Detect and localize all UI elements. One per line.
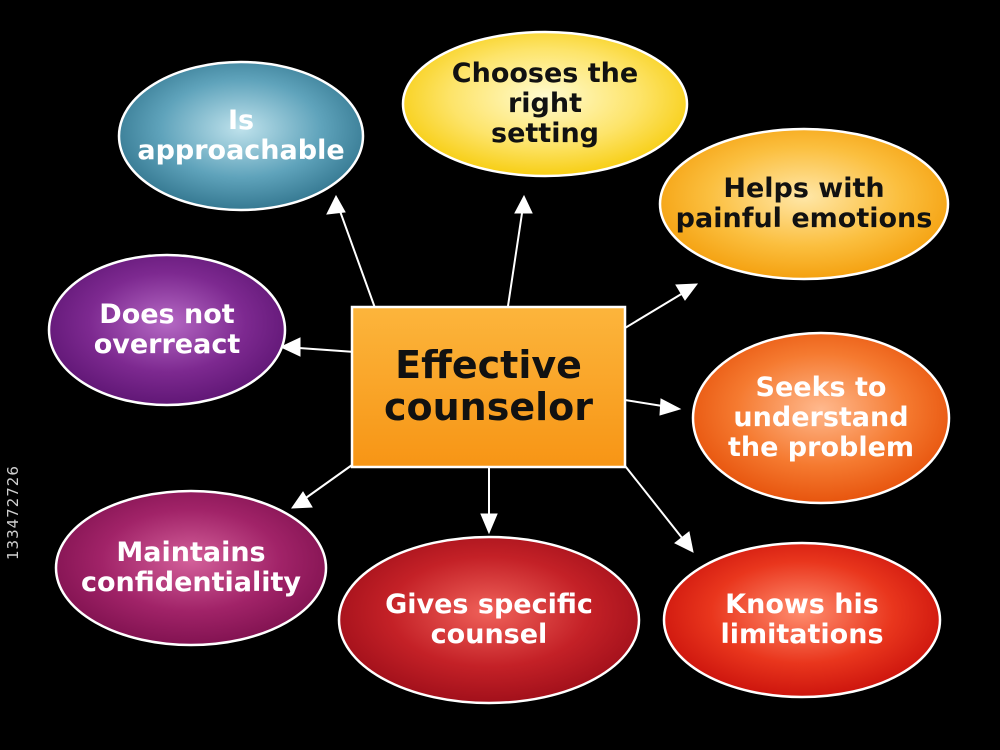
- node-specific-counsel: [337, 535, 641, 705]
- node-confidentiality: [54, 489, 328, 647]
- node-painful-emotions: [658, 127, 950, 281]
- connector-limitations: [621, 461, 691, 549]
- node-approachable: [117, 60, 365, 212]
- center-box: [350, 305, 627, 469]
- arrowhead-icon: [279, 337, 301, 357]
- arrowhead-icon: [514, 194, 533, 214]
- arrowhead-icon: [480, 513, 498, 535]
- connector-approachable: [335, 199, 376, 309]
- stock-id-watermark: 133472726: [4, 465, 22, 560]
- arrowhead-icon: [675, 283, 699, 301]
- arrowhead-icon: [326, 194, 346, 215]
- arrowhead-icon: [291, 491, 313, 509]
- connector-right-setting: [507, 199, 525, 307]
- node-overreact: [47, 253, 287, 407]
- node-right-setting: [401, 30, 689, 178]
- node-understand-problem: [691, 331, 951, 505]
- arrowhead-icon: [659, 398, 682, 416]
- node-limitations: [662, 541, 942, 699]
- arrowhead-icon: [674, 531, 694, 553]
